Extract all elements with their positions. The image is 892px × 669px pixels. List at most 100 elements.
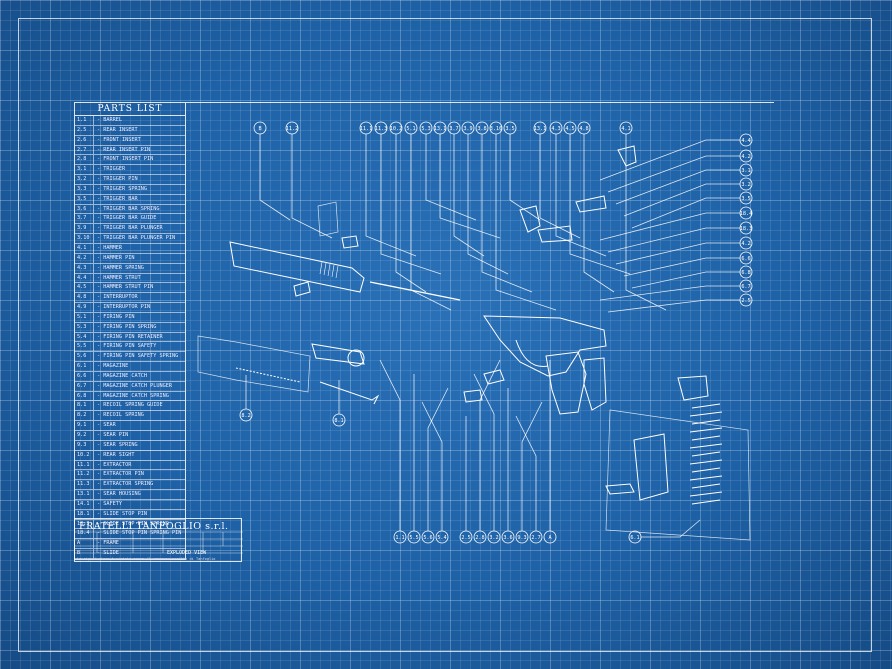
group-boxes	[197, 201, 751, 541]
callout-label: 6.6	[741, 256, 750, 262]
part-name: - FIRING PIN SPRING	[97, 323, 157, 330]
parts-list-row: 13.1- SEAR HOUSING	[75, 490, 185, 500]
callout-callouts_top: 13.1	[533, 121, 547, 135]
part-name: - TRIGGER BAR PLUNGER	[97, 225, 163, 232]
callout-label: 5.4	[437, 535, 446, 541]
firing-pin-part	[369, 281, 461, 301]
part-name: - TRIGGER BAR	[97, 195, 138, 202]
callout-label: 11.2	[286, 126, 299, 132]
part-name: - BARREL	[97, 117, 122, 123]
part-name: - FIRING PIN SAFETY SPRING	[97, 353, 179, 360]
parts-list-row: 8.2- RECOIL SPRING	[75, 411, 185, 422]
callout-label: 18.4	[740, 211, 753, 217]
part-name: - EXTRACTOR SPRING	[97, 481, 154, 488]
callout-callouts_bottom: 9.3	[515, 530, 529, 544]
parts-list-row: 2.8- FRONT INSERT PIN	[75, 155, 185, 166]
barrel-part	[311, 343, 365, 365]
callout-callouts_top: 10.2	[389, 121, 403, 135]
part-name: - MAGAZINE CATCH PLUNGER	[97, 382, 172, 389]
callout-callouts_top: 11.2	[285, 121, 299, 135]
part-name: - MAGAZINE CATCH SPRING	[97, 392, 169, 399]
parts-list-row: 11.2- EXTRACTOR PIN	[75, 470, 185, 481]
callout-label: 1.1	[395, 535, 404, 541]
part-code: 3.1	[77, 165, 94, 175]
grip-panel	[545, 351, 587, 415]
part-code: 5.4	[77, 332, 94, 342]
callout-label: 10.2	[390, 126, 403, 132]
parts-list-row: 1.1- BARREL	[75, 116, 185, 126]
callout-label: 2.5	[461, 535, 470, 541]
parts-list-row: 9.3- SEAR SPRING	[75, 440, 185, 451]
parts-list-row: 3.9- TRIGGER BAR PLUNGER	[75, 224, 185, 235]
magazine-baseplate	[605, 483, 635, 495]
callout-callouts_bottom: 2.8	[473, 530, 487, 544]
callout-callouts_right: 6.7	[739, 279, 753, 293]
part-code: 3.2	[77, 175, 94, 184]
part-code: 9.3	[77, 440, 94, 450]
parts-list-row: 6.8- MAGAZINE CATCH SPRING	[75, 391, 185, 402]
parts-list-row: 18.3- SLIDE STOP PIN SPRING	[75, 519, 185, 530]
part-name: - TRIGGER PIN	[97, 176, 138, 183]
callout-label: 8.2	[241, 413, 250, 419]
callout-callouts_left: 8.1	[332, 413, 346, 427]
part-code: 2.8	[77, 155, 94, 165]
callout-label: 3.8	[477, 126, 486, 132]
callout-label: 13.1	[534, 126, 547, 132]
callout-callouts_bottom: 5.4	[435, 530, 449, 544]
callout-label: 2.7	[531, 535, 540, 541]
part-name: - REAR SIGHT	[97, 451, 135, 458]
pistol-parts	[229, 145, 723, 505]
part-name: - SEAR SPRING	[97, 441, 138, 448]
callout-callouts_top: 3.7	[447, 121, 461, 135]
parts-list-row: 3.2- TRIGGER PIN	[75, 175, 185, 185]
callout-callouts_bottom: A	[543, 530, 557, 544]
part-code: 13.1	[77, 490, 94, 499]
part-name: - SEAR	[97, 422, 116, 429]
part-code: 5.3	[77, 322, 94, 332]
callout-label: 5.6	[423, 535, 432, 541]
callout-label: 18.3	[740, 226, 753, 232]
parts-list-row: 14.1- SAFETY	[75, 499, 185, 510]
trigger-part	[519, 205, 541, 233]
part-code: 11.3	[77, 480, 94, 490]
callout-label: 6.8	[741, 270, 750, 276]
callout-callouts_top: 3.9	[461, 121, 475, 135]
extractor-part	[293, 281, 311, 297]
part-name: - HAMMER STRUT PIN	[97, 284, 154, 291]
part-name: - MAGAZINE CATCH	[97, 372, 147, 379]
callout-callouts_right: 6.8	[739, 265, 753, 279]
parts-list-row: 3.3- TRIGGER SPRING	[75, 184, 185, 195]
parts-list-row: 4.2- HAMMER PIN	[75, 253, 185, 264]
callout-label: 3.10	[490, 126, 503, 132]
parts-list-row: 5.1- FIRING PIN	[75, 312, 185, 323]
callout-label: 3.2	[489, 535, 498, 541]
part-code: 14.1	[77, 499, 94, 509]
slide-stop-part	[483, 369, 505, 385]
callout-label: 2.8	[475, 535, 484, 541]
part-code: 5.1	[77, 312, 94, 322]
callout-label: 3.5	[505, 126, 514, 132]
callout-label: A	[548, 535, 552, 541]
parts-list-row: 9.1- SEAR	[75, 421, 185, 431]
part-code: 8.2	[77, 411, 94, 421]
part-name: - INTERRUPTOR	[97, 294, 138, 301]
parts-list-row: 10.2- REAR SIGHT	[75, 450, 185, 461]
company-name: FRATELLI TANFOGLIO s.r.l.	[79, 521, 229, 532]
parts-list-row: 5.3- FIRING PIN SPRING	[75, 322, 185, 333]
part-name: - SAFETY	[97, 500, 122, 507]
callout-callouts_top: 13.1	[433, 121, 447, 135]
parts-list-row: 18.1- SLIDE STOP PIN	[75, 509, 185, 520]
rear-sight-part	[341, 235, 359, 249]
callout-label: 3.7	[449, 126, 458, 132]
callout-label: 13.1	[434, 126, 447, 132]
callout-callouts_top: 5.1	[404, 121, 418, 135]
callout-label: 3.5	[741, 196, 750, 202]
callout-callouts_bottom: 5.5	[407, 530, 421, 544]
callout-label: 4.8	[579, 126, 588, 132]
leader-lines	[245, 134, 740, 538]
part-name: - SEAR PIN	[97, 432, 129, 438]
copyright-note: La riproduzione è vietata senza il conse…	[77, 557, 216, 561]
part-name: - FRONT INSERT	[97, 136, 141, 143]
callout-callouts_top: 11.3	[374, 121, 388, 135]
